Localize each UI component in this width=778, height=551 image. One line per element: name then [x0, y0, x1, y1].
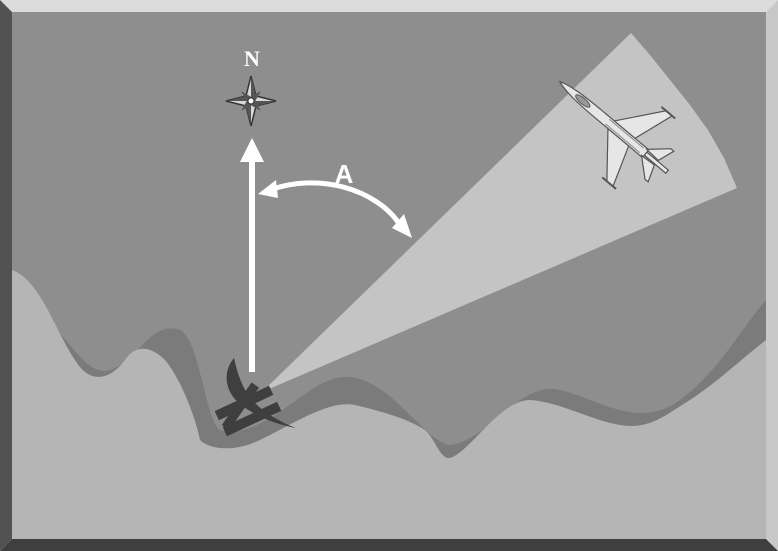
- compass-label: N: [244, 46, 260, 71]
- angle-label: A: [335, 159, 354, 189]
